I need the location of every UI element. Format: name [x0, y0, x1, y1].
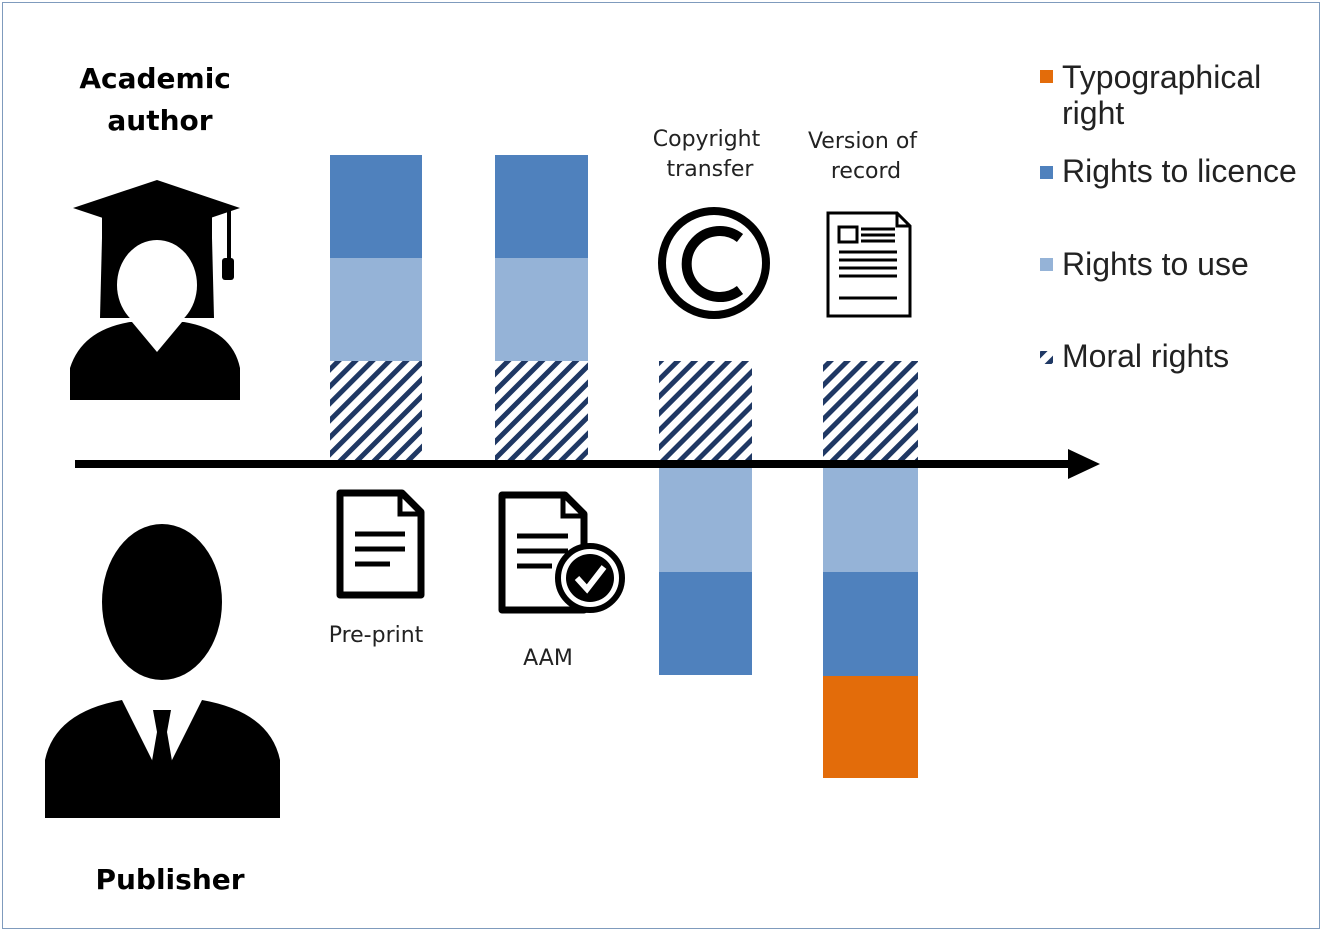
aam-licence-segment	[495, 155, 588, 258]
publisher-label: Publisher	[95, 863, 244, 896]
preprint-licence-segment	[330, 155, 422, 258]
preprint-label: Pre-print	[329, 623, 424, 648]
timeline-arrow	[75, 449, 1100, 479]
vor-licence-segment	[823, 572, 918, 676]
preprint-use-segment	[330, 258, 422, 361]
preprint-moral-segment	[330, 361, 422, 461]
copyright-moral-segment	[659, 361, 752, 464]
legend-swatch-moral	[1040, 351, 1053, 364]
graduate-person-icon	[70, 180, 240, 400]
aam-use-segment	[495, 258, 588, 361]
legend-label-moral: Moral rights	[1062, 338, 1229, 374]
vor-typographical-segment	[823, 676, 918, 778]
copyright-bar	[659, 361, 752, 675]
legend-swatch-use	[1040, 258, 1053, 271]
legend-label-use: Rights to use	[1062, 246, 1249, 282]
document-icon	[336, 489, 425, 599]
legend-label-typographical: Typographical right	[1062, 59, 1270, 131]
preprint-bar	[330, 155, 422, 461]
vor-use-segment	[823, 464, 918, 572]
copyright-use-segment	[659, 464, 752, 572]
copyright-transfer-label: Copyright transfer	[653, 127, 768, 182]
copyright-icon	[658, 207, 770, 319]
document-check-icon	[498, 491, 625, 614]
vor-moral-segment	[823, 361, 918, 464]
legend-swatch-typographical	[1040, 70, 1053, 83]
business-person-icon	[45, 524, 280, 818]
newspaper-document-icon	[826, 211, 912, 318]
author-label: Academic author	[79, 62, 240, 137]
version-of-record-label: Version of record	[808, 129, 924, 184]
legend: Typographical right Rights to licence Ri…	[1040, 59, 1297, 374]
legend-swatch-licence	[1040, 166, 1053, 179]
aam-bar	[495, 155, 588, 461]
aam-label: AAM	[523, 646, 573, 671]
vor-bar	[823, 361, 918, 778]
aam-moral-segment	[495, 361, 588, 461]
copyright-licence-segment	[659, 572, 752, 675]
legend-label-licence: Rights to licence	[1062, 153, 1297, 189]
